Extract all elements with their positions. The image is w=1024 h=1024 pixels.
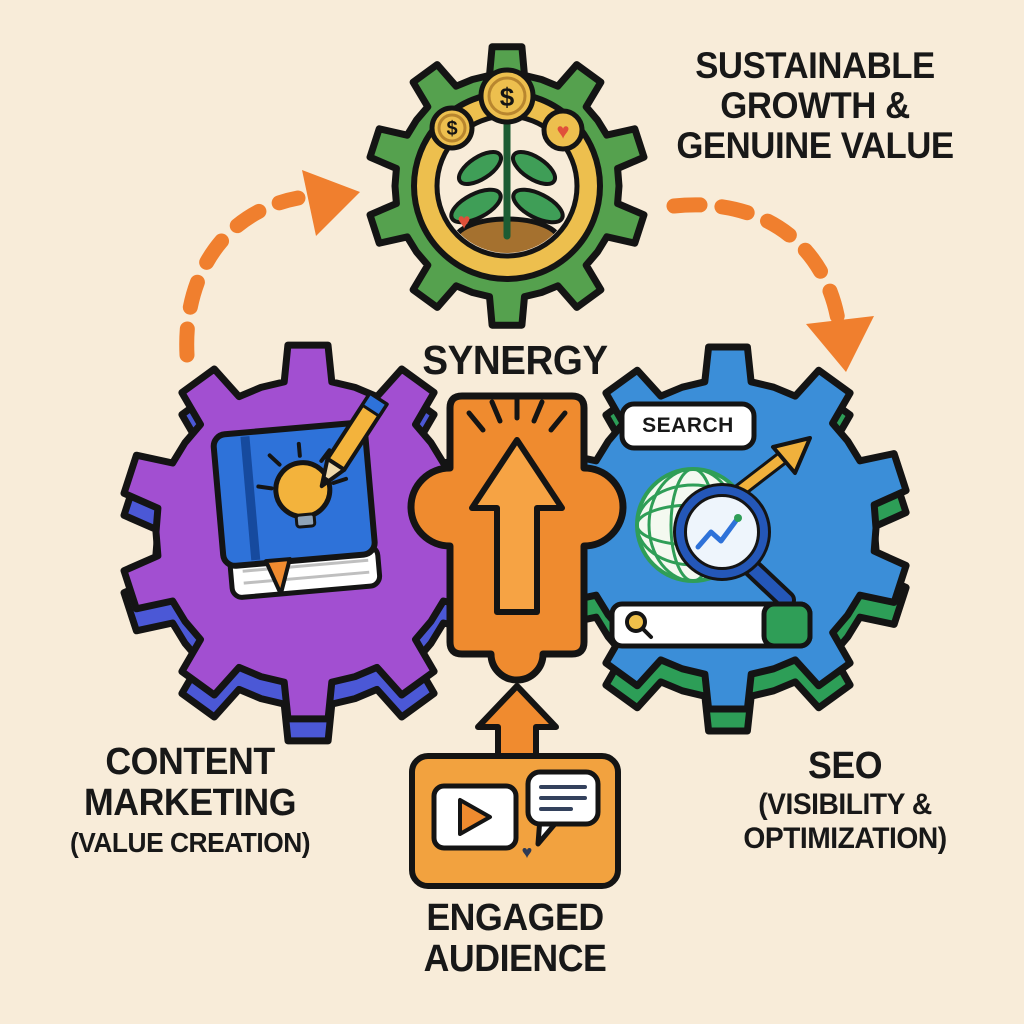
coin-icon: $ (478, 67, 536, 125)
content-gear-icon (120, 341, 496, 723)
label-line: (VISIBILITY & (758, 788, 932, 822)
lightbulb-icon (256, 441, 349, 529)
chart-line-icon (695, 515, 741, 550)
plant-icon (449, 116, 565, 240)
label-line: GROWTH & (720, 84, 910, 126)
search-tag-pill (619, 401, 757, 451)
search-tag-label: SEARCH (642, 413, 734, 437)
video-player-icon (431, 783, 519, 851)
label-line: GENUINE VALUE (676, 124, 954, 166)
heart-icon: ♥ (522, 842, 533, 862)
engaged-audience-card: ♥ (409, 753, 621, 889)
label-line: ENGAGED (426, 897, 604, 939)
heart-badge-icon: ♥ (541, 108, 585, 152)
label-line: AUDIENCE (423, 938, 607, 981)
speech-bubble-icon (525, 769, 601, 847)
growth-gear-icon: $ $ ♥ ♥ (366, 43, 648, 329)
label-line: SEO (807, 745, 883, 787)
dollar-glyph: $ (500, 82, 515, 112)
puzzle-piece-icon (407, 392, 627, 684)
label-synergy: SYNERGY (398, 337, 633, 383)
heart-icon: ♥ (457, 209, 470, 234)
search-bar-icon (609, 601, 813, 649)
label-line: SYNERGY (422, 337, 608, 383)
magnifier-icon (673, 483, 796, 610)
book-icon (210, 391, 389, 600)
label-sustainable-growth: SUSTAINABLE GROWTH & GENUINE VALUE (651, 46, 980, 166)
label-line: MARKETING (83, 782, 297, 825)
label-line: OPTIMIZATION) (743, 822, 947, 856)
coin-icon: $ (429, 105, 475, 151)
dashed-arrow-right-icon (666, 197, 874, 372)
seo-gear-icon (546, 343, 910, 713)
dollar-glyph: $ (446, 118, 457, 140)
audience-up-arrow-icon (475, 683, 559, 767)
label-line: CONTENT (105, 741, 275, 783)
heart-icon: ♥ (556, 119, 569, 144)
dashed-arrow-left-icon (179, 170, 360, 363)
label-content-marketing: CONTENT MARKETING (VALUE CREATION) (28, 741, 351, 859)
label-engaged-audience: ENGAGED AUDIENCE (369, 897, 660, 981)
spark-lines-icon (466, 396, 568, 433)
label-seo: SEO (VISIBILITY & OPTIMIZATION) (697, 745, 992, 856)
trend-arrow-icon (730, 436, 812, 500)
bookmark-icon (263, 557, 292, 596)
label-line: (VALUE CREATION) (69, 827, 311, 859)
pencil-icon (319, 391, 389, 489)
label-line: SUSTAINABLE (695, 45, 935, 86)
up-arrow-icon (469, 437, 565, 615)
